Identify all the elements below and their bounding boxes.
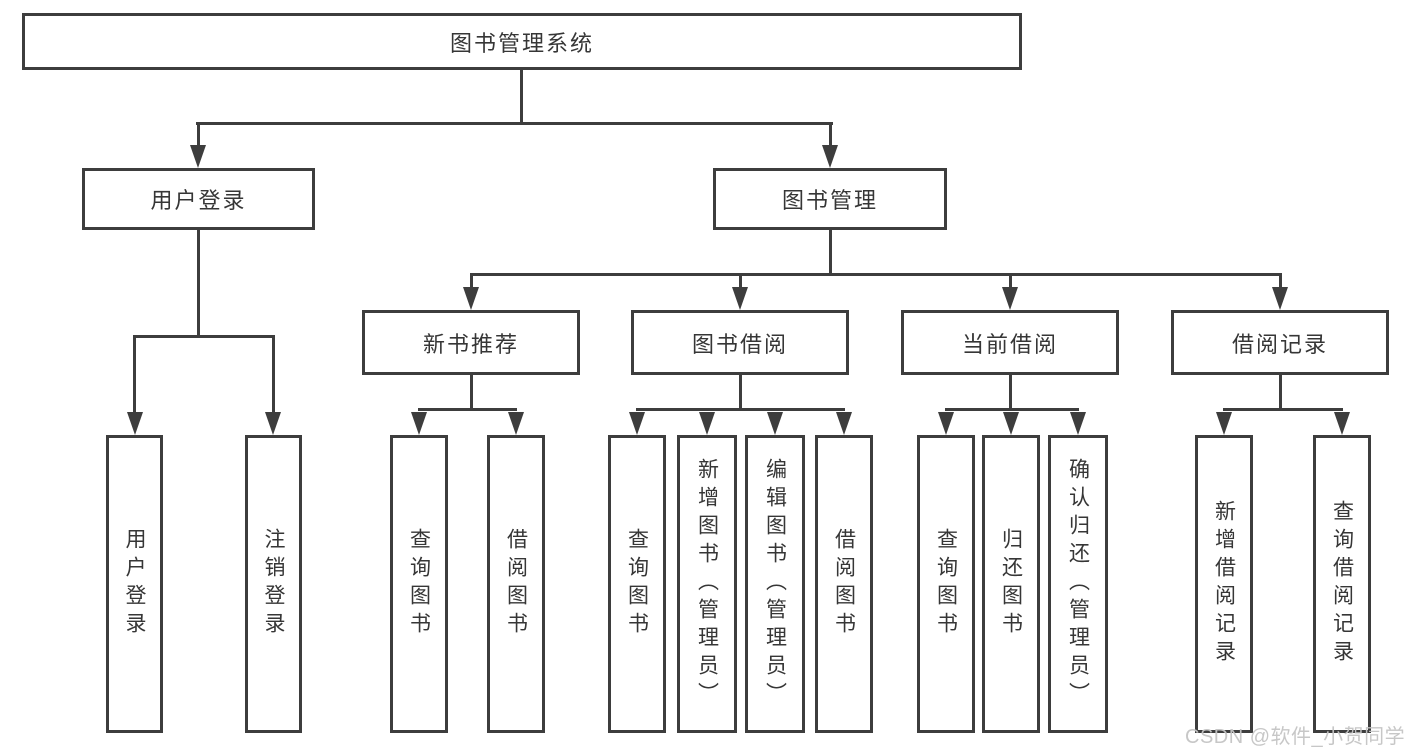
leaf-add-book-admin: 新增图书（管理员） — [677, 435, 737, 733]
connector-root-split — [196, 122, 833, 125]
leaf-user-login: 用户登录 — [106, 435, 163, 733]
arrowhead-down-icon — [822, 145, 838, 168]
connector-book-mgmt-split — [470, 273, 1281, 276]
arrowhead-down-icon — [836, 412, 852, 435]
arrowhead-down-icon — [767, 412, 783, 435]
node-label: 借阅记录 — [1231, 331, 1328, 357]
node-label: 图书管理系统 — [449, 30, 594, 56]
connector-split — [1223, 408, 1343, 411]
connector-split — [418, 408, 517, 411]
arrowhead-down-icon — [190, 145, 206, 168]
node-user-login: 用户登录 — [82, 168, 315, 230]
arrowhead-down-icon — [938, 412, 954, 435]
leaf-label: 用户登录 — [123, 528, 146, 640]
leaf-label: 查询借阅记录 — [1330, 500, 1354, 668]
connector-stub — [133, 335, 136, 412]
node-book-management: 图书管理 — [713, 168, 947, 230]
node-book-borrow: 图书借阅 — [631, 310, 849, 375]
leaf-query-books: 查询图书 — [390, 435, 448, 733]
leaf-confirm-return-admin: 确认归还（管理员） — [1048, 435, 1108, 733]
connector-stub — [1279, 273, 1282, 287]
csdn-watermark: CSDN @软件_小贺同学 — [1185, 726, 1405, 747]
connector-stub — [470, 273, 473, 287]
arrowhead-down-icon — [463, 287, 479, 310]
arrowhead-down-icon — [1272, 287, 1288, 310]
connector-stem — [470, 375, 473, 408]
connector-stub — [272, 335, 275, 412]
arrowhead-down-icon — [629, 412, 645, 435]
leaf-borrow-books: 借阅图书 — [815, 435, 873, 733]
node-current-borrow: 当前借阅 — [901, 310, 1119, 375]
arrowhead-down-icon — [1003, 412, 1019, 435]
leaf-query-books: 查询图书 — [608, 435, 666, 733]
node-label: 当前借阅 — [961, 331, 1058, 357]
leaf-borrow-books: 借阅图书 — [487, 435, 545, 733]
leaf-label: 查询图书 — [625, 528, 649, 640]
leaf-label: 借阅图书 — [832, 528, 856, 640]
leaf-return-books: 归还图书 — [982, 435, 1040, 733]
leaf-label: 借阅图书 — [504, 528, 528, 640]
connector-stub — [1009, 273, 1012, 287]
arrowhead-down-icon — [1002, 287, 1018, 310]
connector-user-login-stem — [197, 230, 200, 335]
node-label: 新书推荐 — [422, 331, 519, 357]
connector-stem — [1009, 375, 1012, 408]
arrowhead-down-icon — [127, 412, 143, 435]
arrowhead-down-icon — [1334, 412, 1350, 435]
arrowhead-down-icon — [411, 412, 427, 435]
arrowhead-down-icon — [699, 412, 715, 435]
leaf-label: 编辑图书（管理员） — [763, 458, 787, 710]
connector-stub — [197, 122, 200, 148]
arrowhead-down-icon — [265, 412, 281, 435]
node-borrow-records: 借阅记录 — [1171, 310, 1389, 375]
node-label: 用户登录 — [150, 188, 247, 213]
leaf-edit-book-admin: 编辑图书（管理员） — [745, 435, 805, 733]
leaf-label: 查询图书 — [934, 528, 958, 640]
connector-stem — [1279, 375, 1282, 408]
arrowhead-down-icon — [508, 412, 524, 435]
node-library-management-system: 图书管理系统 — [22, 13, 1022, 70]
connector-stem — [739, 375, 742, 408]
arrowhead-down-icon — [1216, 412, 1232, 435]
leaf-query-books: 查询图书 — [917, 435, 975, 733]
node-label: 图书管理 — [781, 188, 878, 213]
connector-split — [945, 408, 1079, 411]
connector-split — [636, 408, 845, 411]
leaf-label: 新增借阅记录 — [1212, 500, 1236, 668]
leaf-label: 注销登录 — [262, 528, 285, 640]
leaf-label: 归还图书 — [999, 528, 1023, 640]
leaf-logout: 注销登录 — [245, 435, 302, 733]
connector-user-login-split — [133, 335, 274, 338]
leaf-label: 新增图书（管理员） — [695, 458, 719, 710]
node-new-book-recommend: 新书推荐 — [362, 310, 580, 375]
leaf-query-borrow-record: 查询借阅记录 — [1313, 435, 1371, 733]
connector-stub — [829, 122, 832, 148]
arrowhead-down-icon — [732, 287, 748, 310]
arrowhead-down-icon — [1070, 412, 1086, 435]
connector-stub — [739, 273, 742, 287]
leaf-label: 确认归还（管理员） — [1066, 458, 1090, 710]
leaf-add-borrow-record: 新增借阅记录 — [1195, 435, 1253, 733]
connector-book-mgmt-stem — [829, 230, 832, 273]
leaf-label: 查询图书 — [407, 528, 431, 640]
connector-root-stem — [520, 70, 523, 122]
node-label: 图书借阅 — [691, 331, 788, 357]
